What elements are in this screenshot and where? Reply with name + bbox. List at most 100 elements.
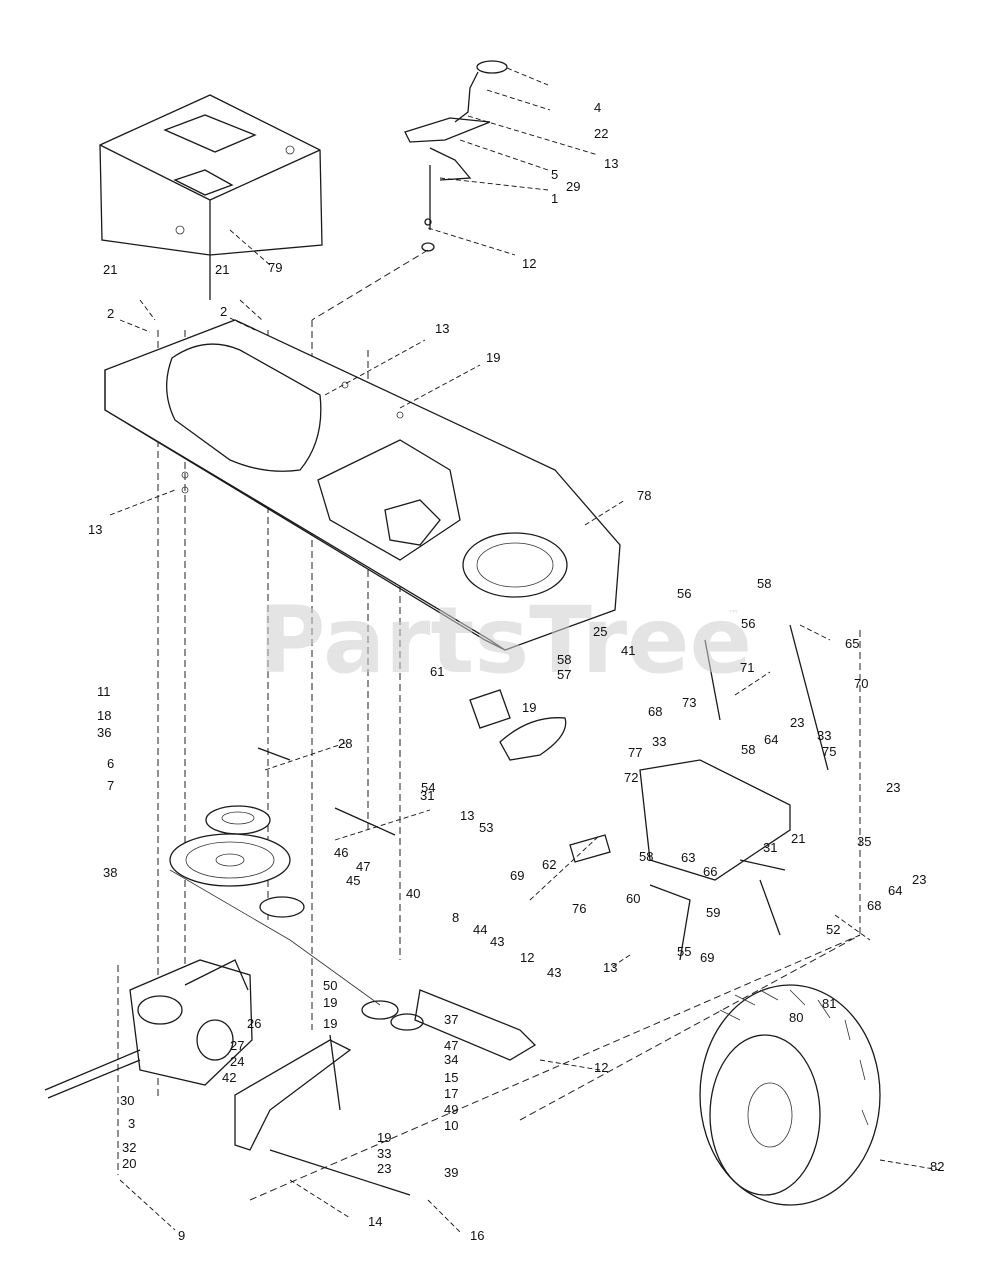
callout-label: 33 — [817, 728, 831, 743]
callout-label: 71 — [740, 660, 754, 675]
callout-label: 66 — [703, 864, 717, 879]
callout-label: 47 — [356, 859, 370, 874]
callout-label: 69 — [510, 868, 524, 883]
callout-label: 47 — [444, 1038, 458, 1053]
callout-label: 35 — [857, 834, 871, 849]
callout-label: 49 — [444, 1102, 458, 1117]
callout-label: 10 — [444, 1118, 458, 1133]
tractor-frame — [104, 319, 621, 651]
callout-label: 68 — [867, 898, 881, 913]
callout-label: 23 — [912, 872, 926, 887]
callout-label: 44 — [473, 922, 487, 937]
callout-label: 31 — [420, 788, 434, 803]
callout-label: 52 — [826, 922, 840, 937]
callout-label: 3 — [128, 1116, 135, 1131]
callout-label: 43 — [490, 934, 504, 949]
callout-label: 2 — [107, 306, 114, 321]
callout-label: 30 — [120, 1093, 134, 1108]
callout-label: 68 — [648, 704, 662, 719]
callout-label: 12 — [520, 950, 534, 965]
callout-label: 50 — [323, 978, 337, 993]
callout-label: 65 — [845, 636, 859, 651]
callout-label: 17 — [444, 1086, 458, 1101]
callout-labels: 4 22 13 5 29 1 79 12 21 21 2 2 13 19 13 … — [88, 100, 944, 1243]
callout-label: 21 — [103, 262, 117, 277]
callout-label: 23 — [377, 1161, 391, 1176]
callout-label: 13 — [435, 321, 449, 336]
callout-label: 78 — [637, 488, 651, 503]
callout-label: 32 — [122, 1140, 136, 1155]
callout-label: 39 — [444, 1165, 458, 1180]
callout-label: 27 — [230, 1038, 244, 1053]
callout-label: 9 — [178, 1228, 185, 1243]
callout-label: 14 — [368, 1214, 382, 1229]
leader-lines — [109, 67, 941, 1233]
brake-linkage — [234, 624, 829, 1196]
callout-label: 55 — [677, 944, 691, 959]
callout-label: 18 — [97, 708, 111, 723]
callout-label: 73 — [682, 695, 696, 710]
callout-label: 54 — [421, 780, 435, 795]
callout-label: 1 — [551, 191, 558, 206]
callout-label: 70 — [854, 676, 868, 691]
callout-label: 82 — [930, 1159, 944, 1174]
callout-label: 69 — [700, 950, 714, 965]
callout-label: 8 — [452, 910, 459, 925]
callout-label: 58 — [639, 849, 653, 864]
callout-label: 60 — [626, 891, 640, 906]
callout-label: 58 — [741, 742, 755, 757]
callout-label: 26 — [247, 1016, 261, 1031]
callout-label: 19 — [377, 1130, 391, 1145]
dash-housing — [99, 94, 323, 300]
callout-label: 29 — [566, 179, 580, 194]
callout-label: 16 — [470, 1228, 484, 1243]
transaxle — [44, 959, 253, 1099]
callout-label: 21 — [791, 831, 805, 846]
steering-assembly — [404, 60, 508, 252]
callout-label: 24 — [230, 1054, 244, 1069]
callout-label: 4 — [594, 100, 601, 115]
callout-label: 25 — [593, 624, 607, 639]
callout-label: 23 — [886, 780, 900, 795]
callout-label: 12 — [594, 1060, 608, 1075]
callout-label: 28 — [338, 736, 352, 751]
callout-label: 58 — [557, 652, 571, 667]
callout-label: 22 — [594, 126, 608, 141]
callout-label: 36 — [97, 725, 111, 740]
callout-label: 6 — [107, 756, 114, 771]
callout-label: 46 — [334, 845, 348, 860]
rear-wheel — [699, 984, 881, 1206]
callout-label: 76 — [572, 901, 586, 916]
callout-label: 72 — [624, 770, 638, 785]
callout-label: 19 — [522, 700, 536, 715]
callout-label: 19 — [323, 995, 337, 1010]
callout-label: 11 — [97, 684, 111, 699]
callout-label: 58 — [757, 576, 771, 591]
callout-label: 59 — [706, 905, 720, 920]
callout-label: 56 — [741, 616, 755, 631]
callout-label: 34 — [444, 1052, 458, 1067]
callout-label: 20 — [122, 1156, 136, 1171]
callout-label: 63 — [681, 850, 695, 865]
callout-label: 15 — [444, 1070, 458, 1085]
callout-label: 33 — [377, 1146, 391, 1161]
callout-label: 21 — [215, 262, 229, 277]
callout-label: 62 — [542, 857, 556, 872]
callout-label: 42 — [222, 1070, 236, 1085]
callout-label: 80 — [789, 1010, 803, 1025]
callout-label: 75 — [822, 744, 836, 759]
callout-label: 37 — [444, 1012, 458, 1027]
partstree-watermark: PartsTree — [258, 587, 752, 694]
callout-label: 81 — [822, 996, 836, 1011]
callout-label: 43 — [547, 965, 561, 980]
callout-label: 13 — [88, 522, 102, 537]
callout-label: 7 — [107, 778, 114, 793]
callout-label: 41 — [621, 643, 635, 658]
callout-label: 19 — [323, 1016, 337, 1031]
callout-label: 2 — [220, 304, 227, 319]
callout-label: 19 — [486, 350, 500, 365]
callout-label: 45 — [346, 873, 360, 888]
callout-label: 5 — [551, 167, 558, 182]
callout-label: 31 — [763, 840, 777, 855]
callout-label: 13 — [460, 808, 474, 823]
